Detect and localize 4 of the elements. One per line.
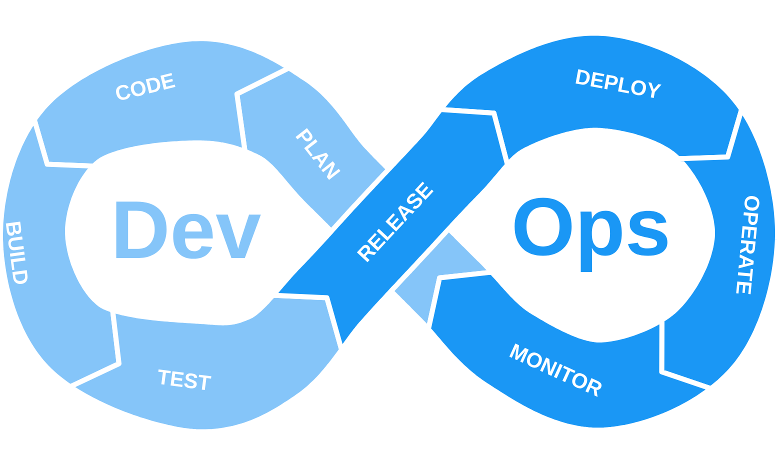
arrow-segment: CODE: [32, 36, 292, 169]
node-label: OPERATE: [736, 196, 760, 294]
arrow-segment: TEST: [68, 292, 344, 434]
arrow-segment: DEPLOY: [438, 30, 744, 168]
